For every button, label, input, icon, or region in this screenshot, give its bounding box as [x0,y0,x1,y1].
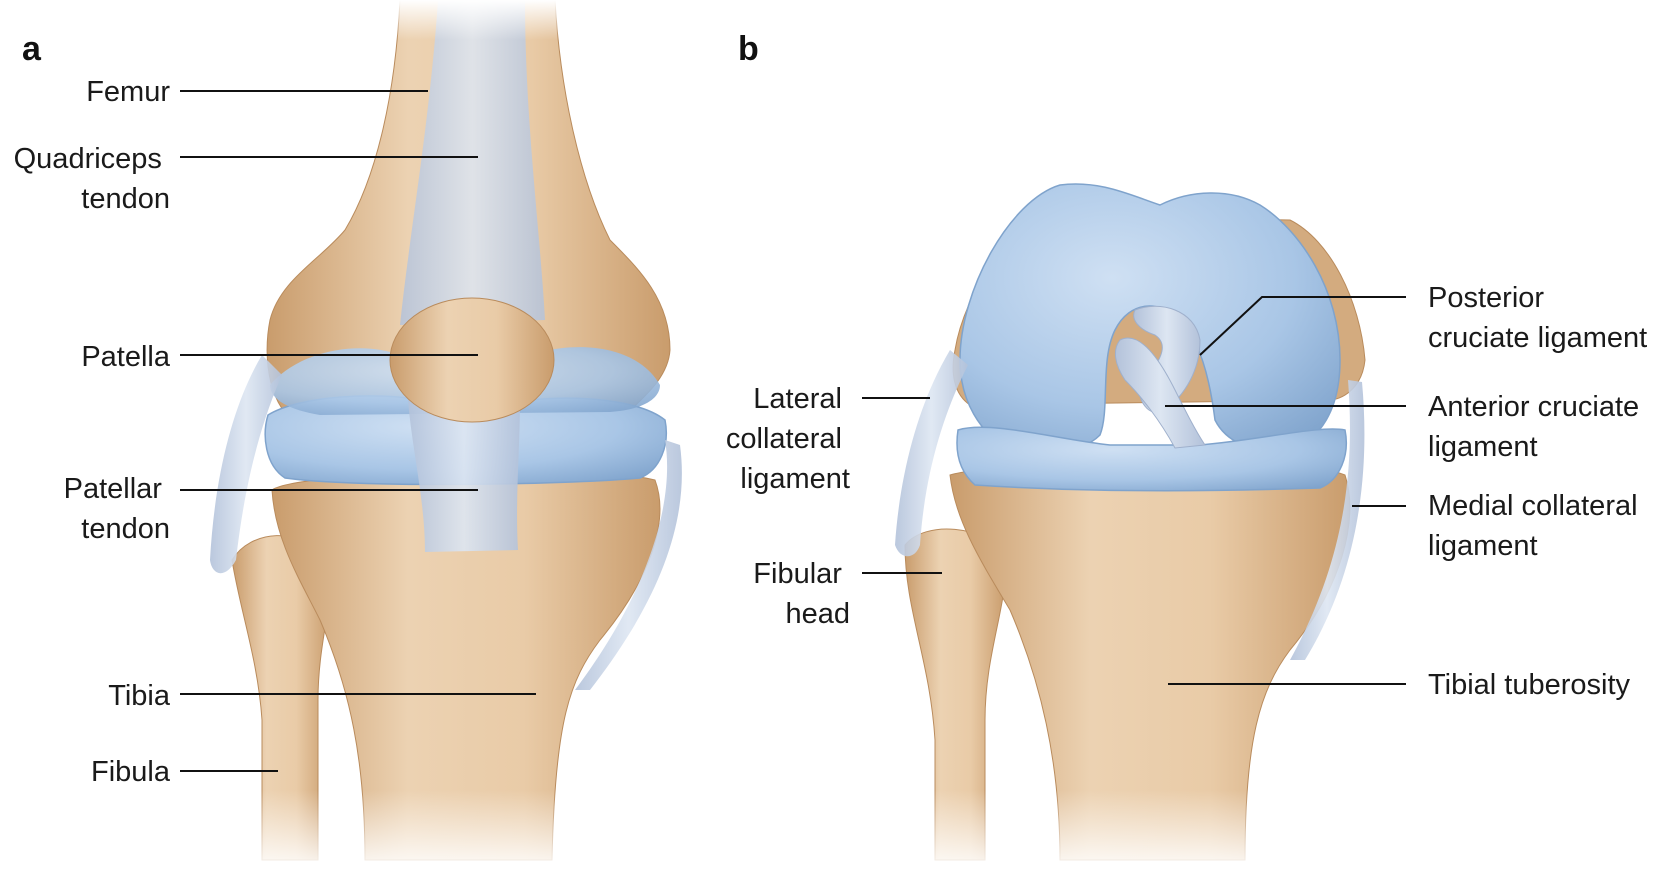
label-posterior-cruciate-ligament: Posterior cruciate ligament [1199,282,1647,356]
svg-text:Quadriceps tendon: Quadriceps tendon [14,143,170,215]
patella-label: Patella [81,341,171,373]
label-tibial-tuberosity: Tibial tuberosity [1168,669,1631,701]
label-patellar-tendon: Patellar tendon [64,473,478,545]
femur-label: Femur [86,76,170,108]
posterior-cruciate-label-line-1: Posterior [1428,282,1544,314]
svg-text:Tibial tuberosity: Tibial tuberosity [1428,669,1631,701]
lateral-collateral-label-line-3: ligament [740,463,850,495]
svg-text:Patellar tendon: Patellar tendon [64,473,170,545]
medial-collateral-label-line-1: Medial collateral [1428,490,1638,522]
label-lateral-collateral-ligament: Lateral collateral ligament [726,383,930,495]
anterior-cruciate-label-line-1: Anterior cruciate [1428,391,1639,423]
medial-collateral-label-line-2: ligament [1428,530,1538,562]
lateral-collateral-label-line-1: Lateral [753,383,842,415]
label-patella: Patella [81,341,478,373]
medial-ligament-b [1290,380,1365,660]
svg-text:Femur: Femur [86,76,170,108]
lateral-ligament-a [210,355,282,574]
lateral-ligament-b [895,350,968,557]
patellar-tendon-label-line-1: Patellar [64,473,163,505]
patellar-tendon-label-line-2: tendon [81,513,170,545]
fibula-label: Fibula [91,756,171,788]
svg-text:Tibia: Tibia [108,680,171,712]
svg-text:Patella: Patella [81,341,171,373]
label-femur: Femur [86,76,428,108]
svg-text:Posterior cruciate ligam: Posterior cruciate ligament [1428,282,1647,354]
tibial-plateau-cartilage [956,426,1347,492]
medial-ligament-a [575,440,682,690]
svg-text:Anterior cruciate ligame: Anterior cruciate ligament [1428,391,1647,463]
posterior-cruciate-leader [1199,296,1406,356]
panel-b-letter: b [738,30,759,68]
quadriceps-tendon-label-line-2: tendon [81,183,170,215]
anterior-cruciate-label-line-2: ligament [1428,431,1538,463]
patella-bone [389,297,555,423]
panel-a-letter: a [22,30,42,68]
svg-text:Lateral collateral: Lateral collateral ligament [726,383,850,495]
label-fibular-head: Fibular head [753,558,942,630]
fibular-head-label-line-1: Fibular [753,558,842,590]
svg-text:Fibula: Fibula [91,756,171,788]
label-medial-collateral-ligament: Medial collateral ligament [1352,490,1646,562]
tibial-tuberosity-label: Tibial tuberosity [1428,669,1631,701]
svg-text:Fibular head: Fibular head [753,558,850,630]
quadriceps-tendon-shape [400,0,545,325]
panel-b-illustration [880,183,1400,875]
patellar-tendon-shape [408,400,520,552]
label-anterior-cruciate-ligament: Anterior cruciate ligament [1165,391,1647,463]
svg-text:Medial collateral ligame: Medial collateral ligament [1428,490,1646,562]
posterior-cruciate-label-line-2: cruciate ligament [1428,322,1647,354]
anterior-cruciate-shape [1114,337,1206,449]
fibular-head-label-line-2: head [785,598,850,630]
label-fibula: Fibula [91,756,278,788]
tibia-label: Tibia [108,680,171,712]
panel-a-illustration [180,0,740,875]
lateral-collateral-label-line-2: collateral [726,423,842,455]
label-quadriceps-tendon: Quadriceps tendon [14,143,478,215]
quadriceps-tendon-label-line-1: Quadriceps [14,143,162,175]
label-tibia: Tibia [108,680,536,712]
